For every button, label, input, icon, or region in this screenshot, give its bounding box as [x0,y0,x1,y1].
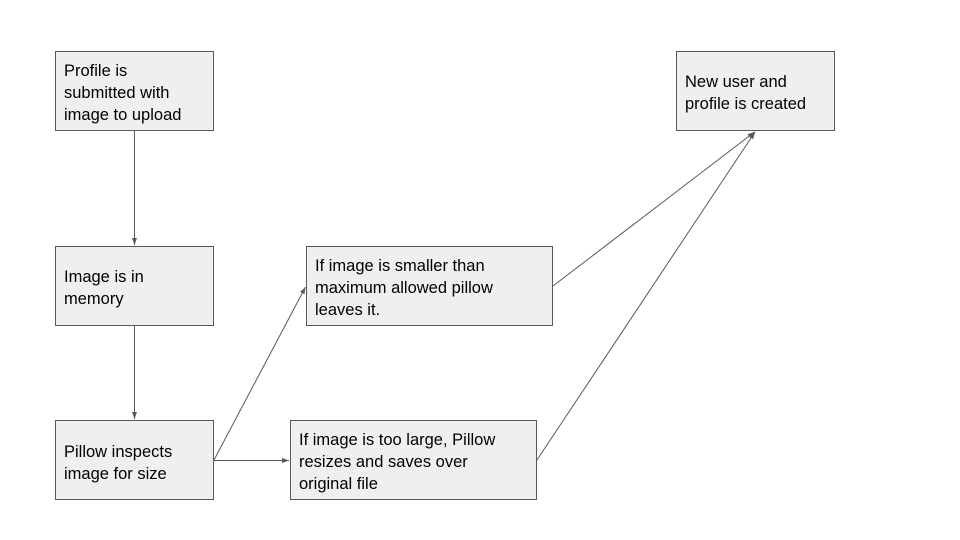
node-pillow-inspects: Pillow inspects image for size [55,420,214,500]
node-image-in-memory: Image is in memory [55,246,214,326]
node-image-too-large: If image is too large, Pillow resizes an… [290,420,537,500]
arrow-inspect-to-small [213,286,306,461]
arrow-small-to-created [552,131,755,287]
node-profile-submitted: Profile is submitted with image to uploa… [55,51,214,131]
arrow-large-to-created [536,131,756,461]
node-image-smaller: If image is smaller than maximum allowed… [306,246,553,326]
node-user-created: New user and profile is created [676,51,835,131]
